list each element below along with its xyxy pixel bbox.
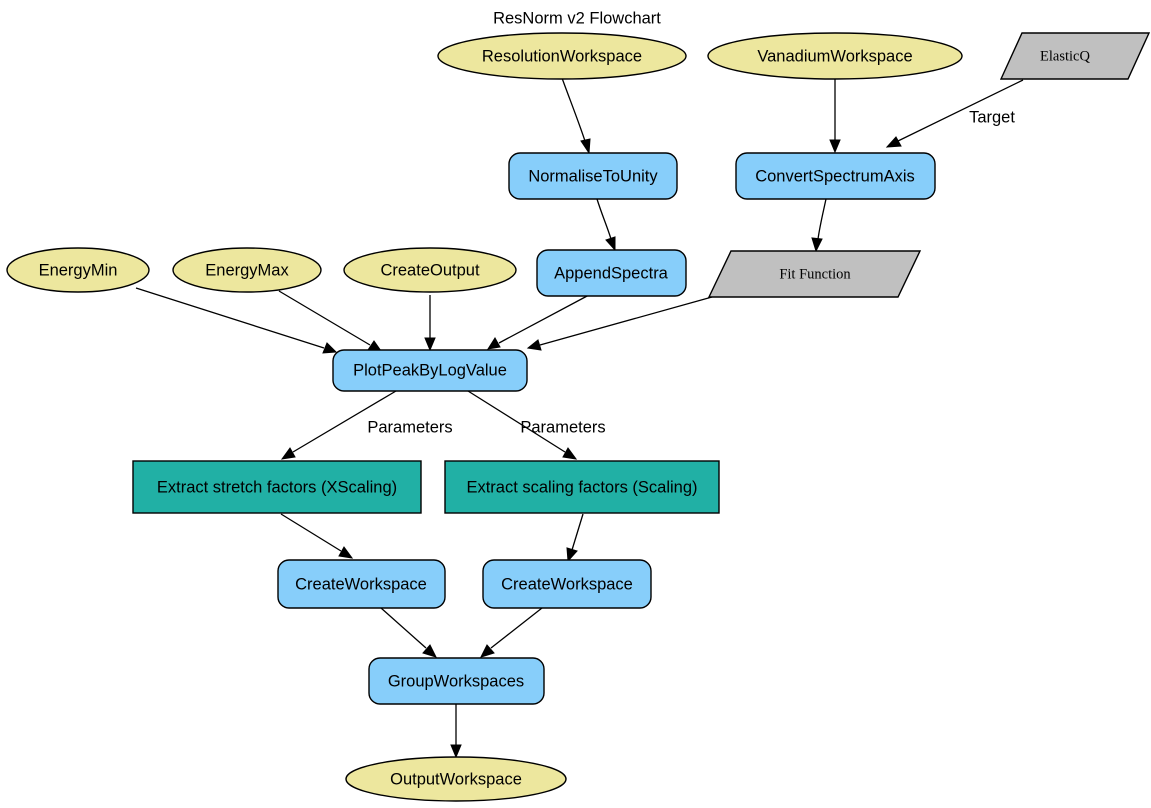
node-elastic-q[interactable]: ElasticQ [999,32,1151,80]
edge-createworkspace-right-to-group [480,607,543,658]
edge-resolution-to-normalise [561,77,591,155]
edge-energymin-to-plotpeak [135,287,338,354]
node-create-output[interactable]: CreateOutput [343,247,517,293]
node-group-workspaces[interactable]: GroupWorkspaces [368,657,545,705]
edge-energymax-to-plotpeak [278,290,383,352]
node-label-create-workspace-right: CreateWorkspace [501,575,633,593]
edge-elasticq-to-convert: Target [885,79,1024,148]
edge-appendspectra-to-plotpeak [486,294,590,350]
edge-group-to-output [450,704,462,759]
node-label-plot-peak-by-log-value: PlotPeakByLogValue [353,361,507,379]
node-label-fit-function: Fit Function [779,266,851,282]
node-normalise-to-unity[interactable]: NormaliseToUnity [508,152,678,200]
node-extract-scaling-factors[interactable]: Extract scaling factors (Scaling) [444,460,720,514]
node-resolution-workspace[interactable]: ResolutionWorkspace [437,32,687,80]
edge-fitfunction-to-plotpeak [526,296,713,351]
edge-vanadium-to-convert [829,78,841,154]
node-label-create-output: CreateOutput [380,261,479,279]
edge-convert-to-fitfunction [811,198,827,253]
node-label-extract-scaling-factors: Extract scaling factors (Scaling) [466,478,697,496]
node-create-workspace-right[interactable]: CreateWorkspace [482,559,652,609]
node-energy-max[interactable]: EnergyMax [172,247,322,293]
node-label-elastic-q: ElasticQ [1040,48,1090,64]
node-output-workspace[interactable]: OutputWorkspace [345,756,567,802]
node-label-energy-max: EnergyMax [205,261,289,279]
edge-label-parameters-left: Parameters [367,418,452,436]
node-vanadium-workspace[interactable]: VanadiumWorkspace [707,32,963,80]
node-fit-function[interactable]: Fit Function [707,250,922,298]
edge-label-target: Target [969,108,1015,126]
edge-createoutput-to-plotpeak [424,295,436,352]
edge-label-parameters-right: Parameters [520,418,605,436]
edge-normalise-to-append [596,198,616,252]
edge-createworkspace-left-to-group [380,607,437,658]
node-label-append-spectra: AppendSpectra [554,264,669,282]
node-plot-peak-by-log-value[interactable]: PlotPeakByLogValue [332,349,528,392]
node-label-output-workspace: OutputWorkspace [390,770,522,788]
node-label-energy-min: EnergyMin [39,261,118,279]
node-label-extract-stretch-factors: Extract stretch factors (XScaling) [157,478,397,496]
edge-stretch-to-createworkspace-left [280,513,354,559]
node-label-vanadium-workspace: VanadiumWorkspace [757,47,912,65]
diagram-title: ResNorm v2 Flowchart [493,9,661,27]
node-append-spectra[interactable]: AppendSpectra [536,249,687,297]
node-label-group-workspaces: GroupWorkspaces [388,672,524,690]
edge-scaling-to-createworkspace-right [566,513,584,563]
node-label-convert-spectrum-axis: ConvertSpectrumAxis [755,167,915,185]
edge-plotpeak-to-scaling: Parameters [467,390,606,460]
edge-plotpeak-to-stretch: Parameters [280,390,453,460]
node-create-workspace-left[interactable]: CreateWorkspace [277,559,446,609]
node-label-normalise-to-unity: NormaliseToUnity [528,167,658,185]
node-energy-min[interactable]: EnergyMin [6,247,150,293]
nodes-layer: ResolutionWorkspace VanadiumWorkspace El… [6,32,1151,802]
node-extract-stretch-factors[interactable]: Extract stretch factors (XScaling) [132,460,422,514]
node-label-resolution-workspace: ResolutionWorkspace [482,47,642,65]
node-convert-spectrum-axis[interactable]: ConvertSpectrumAxis [735,152,936,200]
node-label-create-workspace-left: CreateWorkspace [295,575,427,593]
